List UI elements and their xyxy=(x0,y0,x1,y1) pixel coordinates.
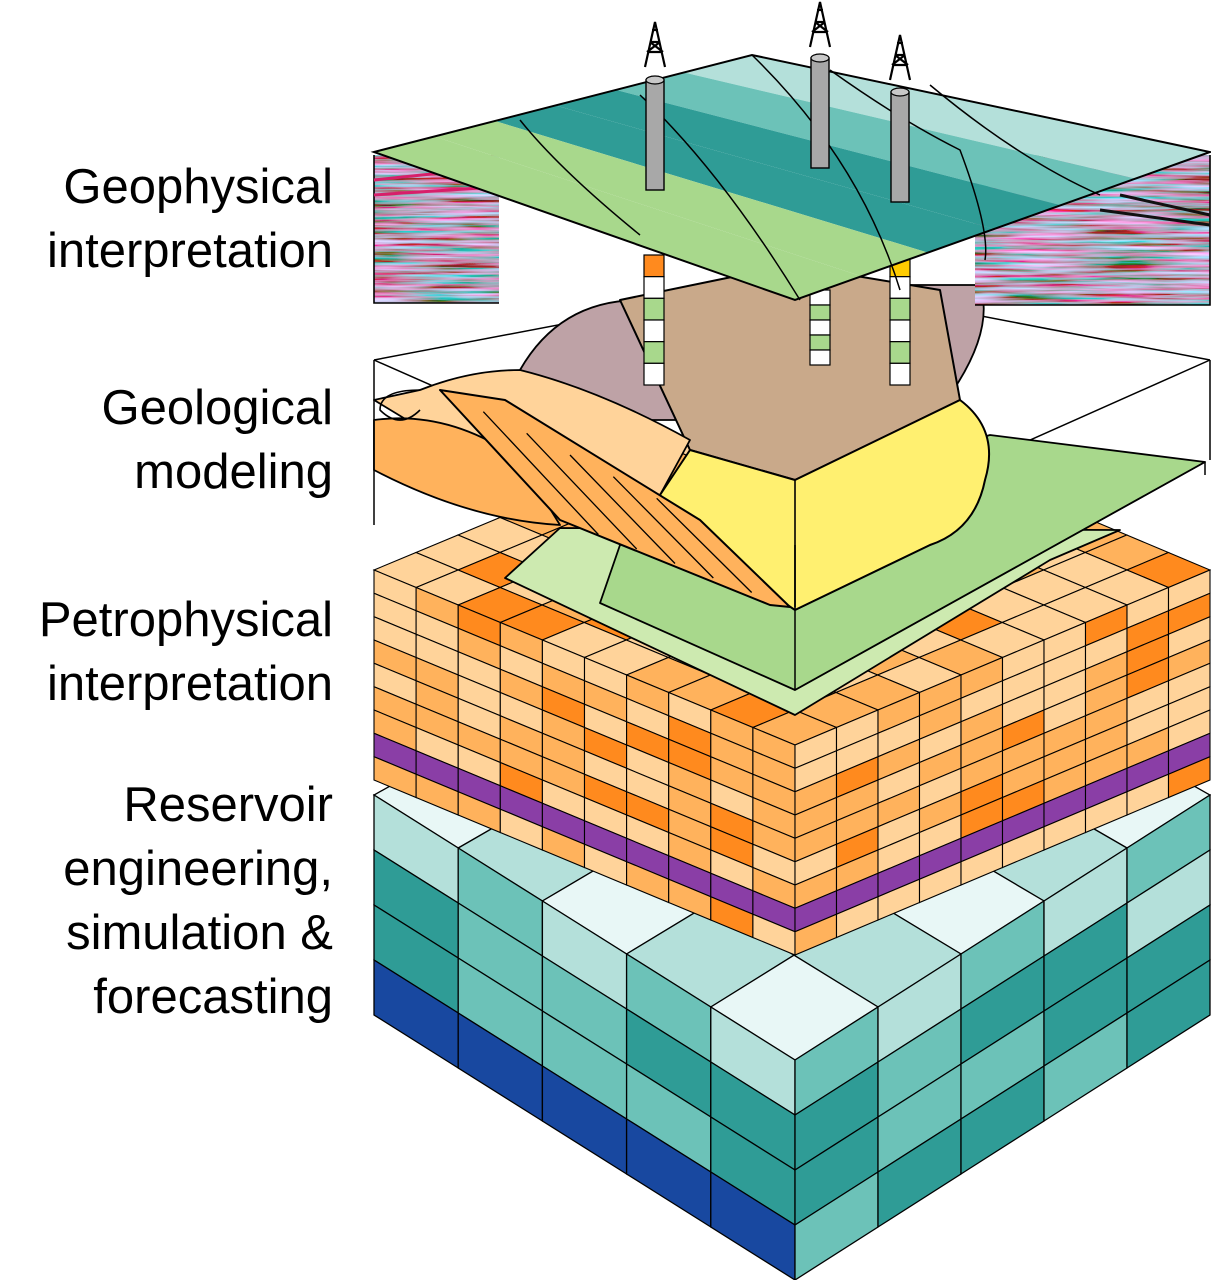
petro-side-cell xyxy=(1167,755,1211,799)
geo-fault-line xyxy=(656,497,753,593)
seismic-horizon xyxy=(1099,208,1211,227)
label-line: interpretation xyxy=(46,224,333,278)
reservoir-side-cell xyxy=(710,1170,796,1280)
label-line: Geological xyxy=(101,381,333,435)
well-log-segment xyxy=(643,297,665,321)
well-log-segment xyxy=(809,349,831,366)
geo-green-sheet-edge xyxy=(794,461,1206,691)
geological-model xyxy=(373,254,1211,716)
seismic-horizon xyxy=(1119,193,1211,217)
surface-contour xyxy=(519,119,641,236)
geo-fault-line xyxy=(612,476,714,579)
well-log-segment xyxy=(809,319,831,336)
seismic-panel-frame xyxy=(373,155,1211,306)
geo-fault-line xyxy=(482,411,599,535)
surface-band xyxy=(555,89,1061,230)
label-line: Petrophysical xyxy=(38,593,333,647)
well-log-segment xyxy=(809,304,831,321)
geo-curl xyxy=(379,389,421,421)
wellbore xyxy=(810,57,830,169)
well-log-segment xyxy=(643,341,665,364)
label-geological-modeling: Geological modeling xyxy=(101,376,333,504)
well-log-segment xyxy=(889,297,911,321)
label-line: engineering, xyxy=(63,842,333,896)
label-petrophysical-interpretation: Petrophysical interpretation xyxy=(39,588,333,716)
well-log-segment xyxy=(889,341,911,364)
label-line: modeling xyxy=(134,445,333,499)
drilling-rig-icon xyxy=(808,1,832,48)
label-line: interpretation xyxy=(46,657,333,711)
wellbore xyxy=(645,79,665,191)
label-line: forecasting xyxy=(93,970,333,1024)
geo-green-sheet-upper xyxy=(599,434,1206,691)
wellbore-top xyxy=(645,75,665,85)
well-log-segment xyxy=(643,254,665,278)
label-reservoir-engineering: Reservoir engineering, simulation & fore… xyxy=(63,773,333,1029)
well-log-segment xyxy=(809,334,831,351)
label-line: Geophysical xyxy=(63,160,333,214)
well-log-segment xyxy=(643,276,665,299)
geo-yellow-lens xyxy=(659,399,991,611)
label-geophysical-interpretation: Geophysical interpretation xyxy=(47,155,333,283)
reservoir-side-cell xyxy=(1126,958,1211,1070)
geo-orange-wedge xyxy=(373,417,561,526)
well-log-segment xyxy=(889,362,911,386)
drilling-rig-icon xyxy=(888,34,912,81)
well-log-segment xyxy=(643,319,665,343)
geo-fault-strip xyxy=(439,389,791,608)
surface-contour xyxy=(751,54,901,291)
surface-contour xyxy=(929,84,1101,196)
surface-outline xyxy=(370,53,1211,302)
surface-band xyxy=(434,121,928,277)
well-log-segment xyxy=(889,319,911,343)
surface-band xyxy=(495,105,995,253)
seismic-horizon xyxy=(373,186,481,197)
surface-contour xyxy=(829,69,987,261)
wellbore xyxy=(890,91,910,203)
wellbore-top xyxy=(810,53,830,63)
geo-fault-line xyxy=(526,432,638,550)
surface-band xyxy=(374,136,862,300)
label-line: Reservoir xyxy=(123,778,333,832)
label-line: simulation & xyxy=(66,906,333,960)
surface-band xyxy=(615,72,1136,206)
geo-fault-line xyxy=(569,454,676,564)
drilling-rig-icon xyxy=(643,21,667,68)
geophysical-layer xyxy=(370,1,1211,306)
wellbore-top xyxy=(890,87,910,97)
well-log-segment xyxy=(643,362,665,386)
